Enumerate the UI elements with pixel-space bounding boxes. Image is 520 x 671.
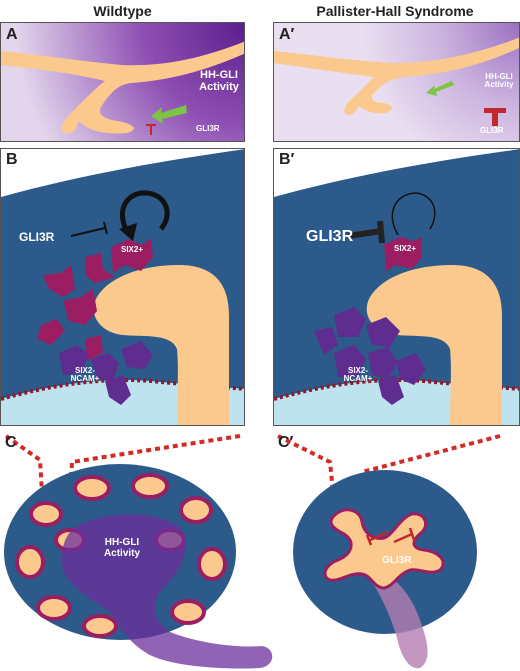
hh-gli-activity-label: HH-GLI Activity: [199, 69, 239, 93]
panel-label-b-prime: B′: [279, 151, 295, 168]
bottom-kidneys: [4, 434, 501, 669]
panel-a-prime-illustration: [274, 23, 519, 141]
panel-label-a-prime: A′: [279, 26, 295, 43]
self-renewal-arrow-thin: [391, 192, 436, 236]
panel-label-c-prime: C′: [278, 434, 294, 451]
panel-a-prime: A′ HH-GLI Activity GLI3R: [273, 22, 520, 142]
ureter-phs: [372, 572, 428, 669]
phs-column-title: Pallister-Hall Syndrome: [316, 3, 474, 19]
panel-b: B GLI3R SIX2+ SIX2- NCAM+: [0, 148, 245, 426]
branched-ureteric-tree: [323, 508, 445, 590]
green-arrow-small: [426, 81, 454, 96]
panel-b-illustration: [1, 149, 244, 425]
green-arrow: [151, 105, 187, 124]
kidney-wildtype: [4, 464, 273, 669]
kidney-phs: [293, 470, 477, 669]
six2-ncam-label: SIX2- NCAM+: [70, 366, 100, 384]
panel-b-prime-illustration: [274, 149, 519, 425]
six2-positive-cells: [37, 239, 153, 361]
ureteric-bud: [274, 37, 519, 115]
gli3r-label-large: GLI3R: [306, 228, 354, 245]
wildtype-column-title: Wildtype: [93, 3, 152, 19]
six2-positive-label: SIX2+: [394, 244, 417, 253]
gli3r-inhibitor-thin: [70, 221, 108, 237]
gli3r-kidney-label: GLI3R: [382, 555, 412, 566]
hh-gli-gradient-reduced: [274, 23, 519, 141]
panel-a: A HH-GLI Activity GLI3R: [0, 22, 245, 142]
panel-a-illustration: [1, 23, 244, 141]
self-renewal-arrowhead: [119, 223, 137, 241]
gli3r-inhibitors-kidney: [365, 527, 416, 546]
basement-membrane-dashed: [274, 377, 519, 401]
inhibitor-symbol-bold: [484, 108, 506, 126]
gli3r-inhibitor-bold: [347, 220, 385, 244]
inhibitor-symbol: [146, 124, 156, 135]
panel-label-b: B: [6, 151, 18, 168]
ncam-positive-cells: [59, 341, 153, 405]
hh-gli-activity-region: [61, 514, 273, 669]
six2-ncam-label: SIX2- NCAM+: [343, 366, 373, 384]
panel-b-prime: B′ GLI3R SIX2+ SIX2- NCAM+: [273, 148, 520, 426]
panel-label-c: C: [5, 434, 17, 451]
ureteric-tip: [93, 265, 229, 425]
self-renewal-arrow: [120, 190, 170, 237]
panel-label-a: A: [6, 26, 18, 43]
ncam-positive-cells: [314, 307, 426, 405]
hh-gli-activity-label-small: HH-GLI Activity: [484, 72, 514, 90]
ureteric-bud: [1, 41, 244, 134]
gli3r-label: GLI3R: [480, 126, 504, 135]
ureteric-tip: [366, 265, 502, 425]
six2-positive-cell: [384, 237, 422, 271]
gli3r-label: GLI3R: [19, 230, 55, 244]
gli3r-label: GLI3R: [196, 124, 220, 133]
hh-gli-activity-kidney-label: HH-GLI Activity: [103, 537, 141, 559]
six2-positive-label: SIX2+: [121, 245, 144, 254]
